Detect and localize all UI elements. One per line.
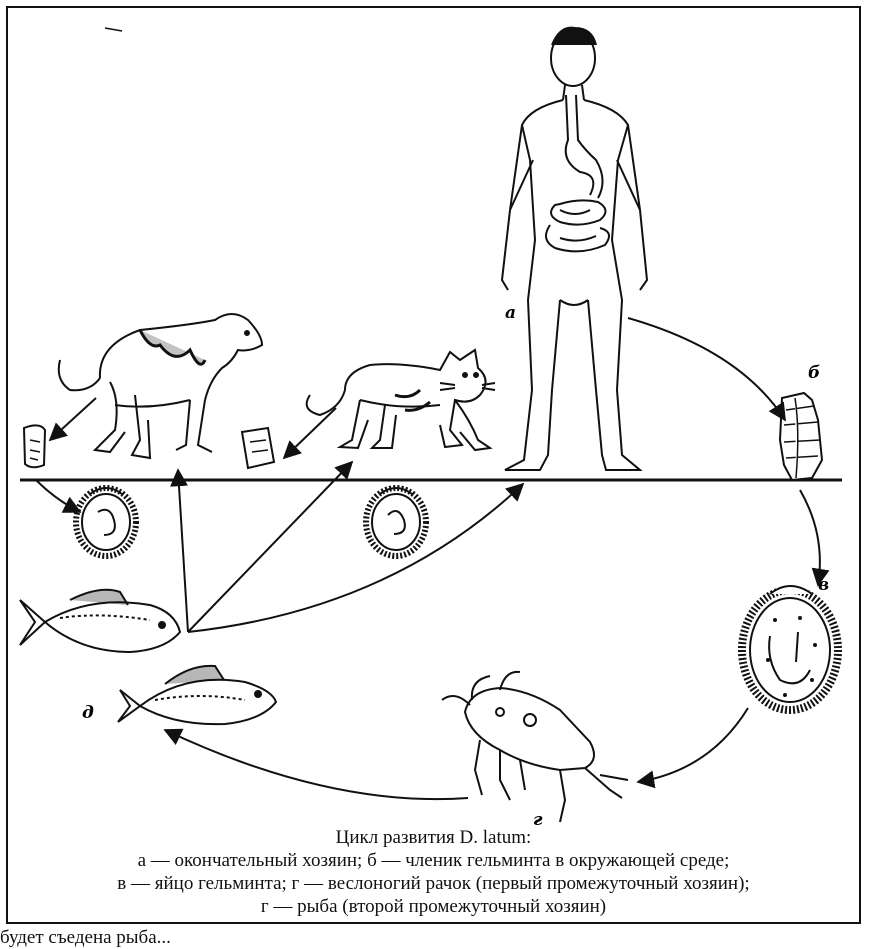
arrow-egg-to-copepod (638, 708, 748, 782)
scan-mark (105, 28, 122, 31)
human-definitive-host (502, 28, 647, 470)
copepod-first-intermediate-host (442, 672, 628, 822)
caption-line-3: г — рыба (второй промежуточный хозяин) (6, 895, 861, 918)
label-d: д (82, 703, 94, 723)
arrow-human-to-proglottid (628, 318, 785, 420)
proglottid-middle (242, 428, 274, 468)
arrow-cat-to-proglottid (284, 408, 336, 458)
label-a: а (505, 303, 516, 323)
arrow-proglottid-to-egg (800, 490, 820, 585)
arrow-dog-to-proglottid (50, 398, 96, 440)
figure-caption: Цикл развития D. latum: а — окончательны… (6, 826, 861, 918)
cat-reservoir-host (307, 350, 495, 450)
proglottid-b (780, 393, 822, 480)
proglottid-left (24, 425, 45, 467)
fish-second-intermediate-host (20, 590, 276, 724)
arrow-fish-to-dog (178, 470, 188, 632)
arrow-fish-to-cat (188, 462, 352, 632)
dog-reservoir-host (59, 314, 262, 458)
caption-line-2: в — яйцо гельминта; г — веслоногий рачок… (6, 872, 861, 895)
arrow-proglottid-to-egg-left (36, 480, 80, 512)
egg-v (742, 586, 838, 710)
egg-middle-small (366, 488, 426, 556)
arrow-fish-to-human (188, 484, 523, 632)
cut-off-text: будет съедена рыба... (0, 927, 171, 949)
caption-line-1: а — окончательный хозяин; б — членик гел… (6, 849, 861, 872)
label-b: б (808, 363, 820, 383)
egg-left-small (76, 488, 136, 556)
caption-title: Цикл развития D. latum: (6, 826, 861, 849)
arrow-copepod-to-fish (165, 730, 468, 799)
